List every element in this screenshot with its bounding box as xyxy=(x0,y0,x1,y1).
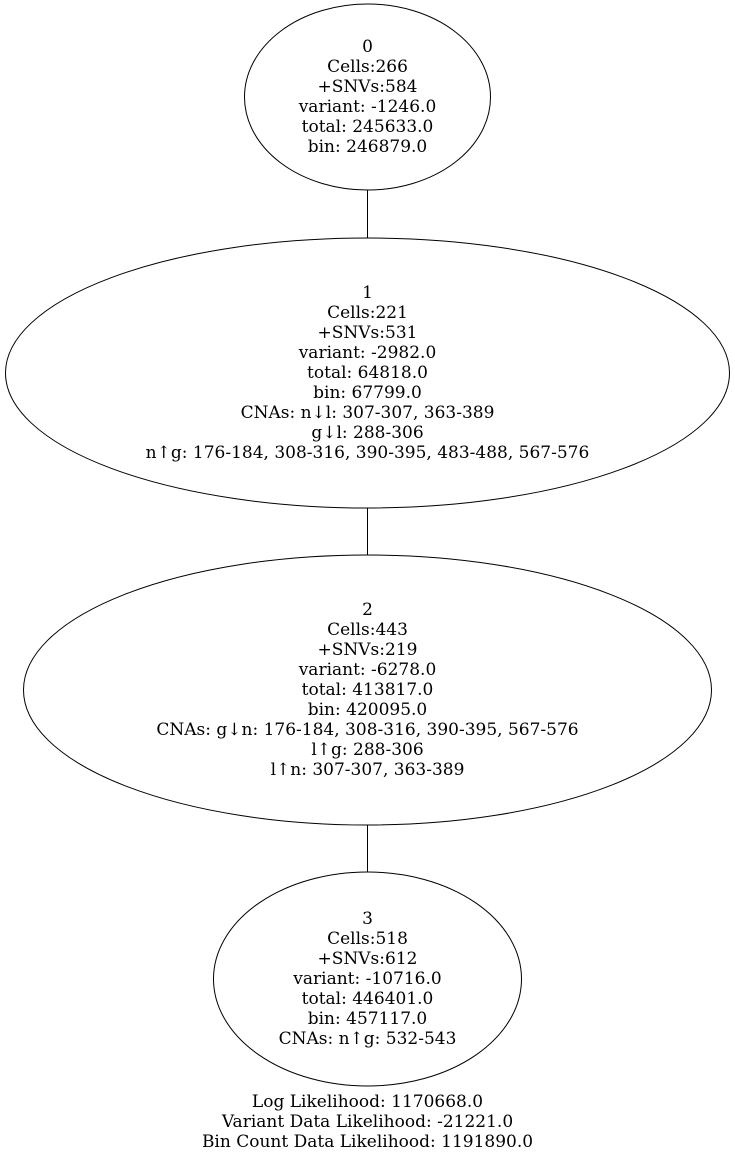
node-stat-line: +SNVs:219 xyxy=(318,640,418,660)
node-stat-line: l↑g: 288-306 xyxy=(311,740,423,760)
node-stat-line: n↑g: 176-184, 308-316, 390-395, 483-488,… xyxy=(146,443,590,463)
likelihood-line: Variant Data Likelihood: -21221.0 xyxy=(221,1112,513,1132)
node-id-label: 3 xyxy=(362,909,373,929)
node-stat-line: total: 446401.0 xyxy=(302,989,434,1009)
node-stat-line: total: 64818.0 xyxy=(307,363,428,383)
node-stat-line: bin: 457117.0 xyxy=(308,1009,428,1029)
node-stat-line: variant: -2982.0 xyxy=(298,343,437,363)
node-stat-line: Cells:266 xyxy=(327,57,408,77)
node-stat-line: Cells:443 xyxy=(327,620,408,640)
node-stat-line: l↑n: 307-307, 363-389 xyxy=(271,760,465,780)
node-stat-line: bin: 67799.0 xyxy=(313,383,422,403)
node-stat-line: CNAs: n↓l: 307-307, 363-389 xyxy=(241,403,495,423)
node-stat-line: bin: 246879.0 xyxy=(308,137,428,157)
node-stat-line: CNAs: n↑g: 532-543 xyxy=(279,1029,457,1049)
node-id-label: 2 xyxy=(362,600,373,620)
node-stat-line: variant: -6278.0 xyxy=(298,660,437,680)
node-stat-line: total: 413817.0 xyxy=(302,680,434,700)
node-stat-line: +SNVs:584 xyxy=(318,77,418,97)
node-ellipse xyxy=(244,3,491,191)
node-stat-line: variant: -10716.0 xyxy=(292,969,441,989)
likelihood-line: Log Likelihood: 1170668.0 xyxy=(252,1092,483,1112)
node-stat-line: +SNVs:531 xyxy=(318,323,418,343)
node-id-label: 1 xyxy=(362,283,373,303)
node-stat-line: Cells:221 xyxy=(327,303,408,323)
node-stat-line: g↓l: 288-306 xyxy=(311,423,423,443)
node-ellipse xyxy=(5,237,730,509)
node-stat-line: bin: 420095.0 xyxy=(308,700,428,720)
node-id-label: 0 xyxy=(362,37,373,57)
node-stat-line: variant: -1246.0 xyxy=(298,97,437,117)
node-ellipse xyxy=(23,554,712,826)
node-ellipse xyxy=(213,871,522,1087)
node-stat-line: total: 245633.0 xyxy=(302,117,434,137)
node-stat-line: Cells:518 xyxy=(327,929,408,949)
node-stat-line: +SNVs:612 xyxy=(318,949,418,969)
likelihood-line: Bin Count Data Likelihood: 1191890.0 xyxy=(202,1132,533,1152)
node-stat-line: CNAs: g↓n: 176-184, 308-316, 390-395, 56… xyxy=(156,720,578,740)
